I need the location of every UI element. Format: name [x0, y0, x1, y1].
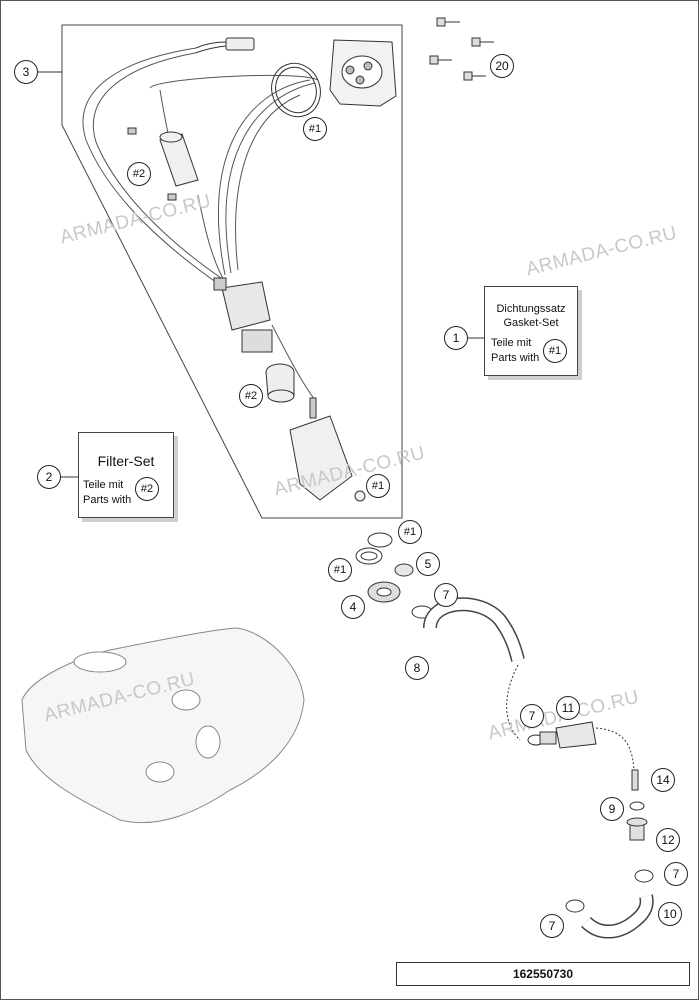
hose-10-icon	[581, 894, 654, 939]
callout-1: 1	[444, 326, 468, 350]
callout-7-c: 7	[664, 862, 688, 886]
connector-icon	[194, 37, 255, 54]
callout-hash2-upper: #2	[127, 162, 151, 186]
callout-14: 14	[651, 768, 675, 792]
sealing-ring-icon	[271, 62, 321, 118]
gasket-set-line1: Dichtungssatz	[496, 303, 566, 315]
fuel-pump-head-icon	[213, 277, 273, 353]
filter-sleeve-icon	[265, 363, 295, 403]
callout-8: 8	[405, 656, 429, 680]
callout-hash2-sleeve: #2	[239, 384, 263, 408]
gasket-set-line3: Teile mit	[491, 337, 532, 349]
gasket-set-ref: #1	[543, 339, 567, 363]
gasket-set-box: Dichtungssatz Gasket-Set Teile mit Parts…	[484, 286, 578, 376]
callout-hash1-ring: #1	[398, 520, 422, 544]
filter-set-ref: #2	[135, 477, 159, 501]
gasket-set-line4: Parts with	[491, 352, 540, 364]
quick-coupling-icon	[539, 721, 635, 771]
callout-3: 3	[14, 60, 38, 84]
assembly-outline	[61, 24, 403, 519]
gasket-set-line2: Gasket-Set	[503, 317, 559, 329]
callout-5: 5	[416, 552, 440, 576]
callout-hash1-gasket: #1	[328, 558, 352, 582]
screw-14-icon	[631, 769, 639, 791]
callout-7-d: 7	[540, 914, 564, 938]
callout-2: 2	[37, 465, 61, 489]
nipple-icon	[626, 801, 648, 841]
callout-20: 20	[490, 54, 514, 78]
callout-9: 9	[600, 797, 624, 821]
hose-clamps-icon	[411, 605, 654, 913]
filter-set-line2: Parts with	[83, 494, 132, 506]
callout-hash1-pump: #1	[366, 474, 390, 498]
callout-12: 12	[656, 828, 680, 852]
callout-hash1-top: #1	[303, 117, 327, 141]
fuel-lines-icon	[82, 47, 319, 401]
leader-lines	[60, 337, 484, 478]
filter-set-line1: Teile mit	[83, 479, 124, 491]
inline-filter-icon	[127, 127, 199, 201]
screws-icon	[429, 17, 494, 81]
callout-10: 10	[658, 902, 682, 926]
callout-7-a: 7	[434, 583, 458, 607]
filter-set-title: Filter-Set	[97, 453, 155, 469]
callout-4: 4	[341, 595, 365, 619]
fuel-tank-icon	[21, 627, 305, 824]
callout-7-b: 7	[520, 704, 544, 728]
diagram-code: 162550730	[396, 962, 690, 986]
seal-rings-icon	[355, 532, 414, 603]
pump-housing-icon	[289, 397, 366, 502]
filter-set-box: Filter-Set Teile mit Parts with #2	[78, 432, 174, 518]
flange-cover-icon	[329, 39, 397, 107]
callout-11: 11	[556, 696, 580, 720]
fuel-hose-icon	[423, 597, 525, 741]
